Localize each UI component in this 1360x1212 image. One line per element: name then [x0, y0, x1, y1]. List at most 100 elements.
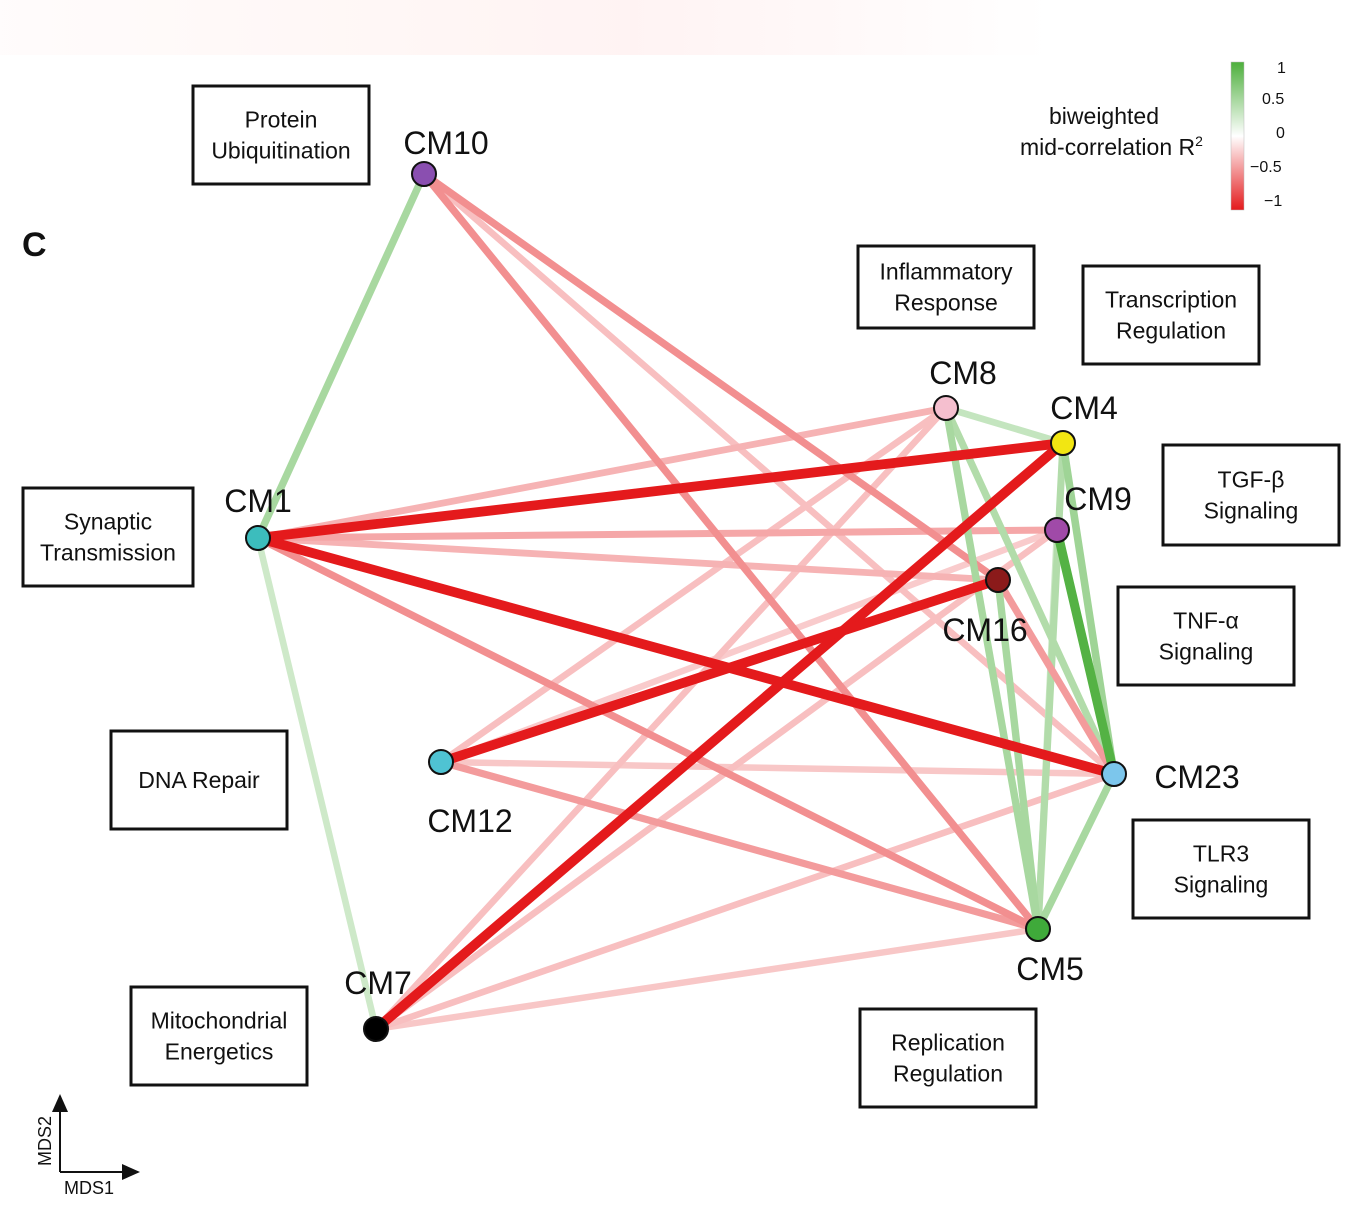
node-label-cm10: CM10 [403, 125, 488, 161]
annotation-text-tlr3-signaling-line2: Signaling [1174, 872, 1269, 898]
edge-cm1-cm8 [254, 404, 950, 542]
annotation-text-tnf-alpha-signaling-line1: TNF-α [1173, 608, 1239, 634]
edge-cm23-cm16 [994, 576, 1118, 778]
node-label-cm23: CM23 [1154, 759, 1239, 795]
top-faint-band [0, 0, 1050, 55]
node-cm16 [985, 567, 1011, 593]
edge-cm4-cm7 [371, 438, 1068, 1034]
annotation-text-transcription-regulation-line1: Transcription [1105, 287, 1237, 313]
annotation-text-inflammatory-response-line2: Response [894, 290, 998, 316]
annotation-text-protein-ubiquitination-line1: Protein [245, 107, 318, 133]
annotation-text-tnf-alpha-signaling-line2: Signaling [1159, 639, 1254, 665]
annotation-box-frame [858, 1007, 1038, 1109]
node-label-cm16: CM16 [942, 612, 1027, 648]
annotation-text-protein-ubiquitination-line2: Ubiquitination [211, 138, 350, 164]
edge-cm7-cm23 [372, 770, 1118, 1033]
edge-cm12-cm16 [436, 575, 1003, 767]
edge-cm10-cm1 [254, 170, 428, 542]
edge-cm9-cm23 [1052, 525, 1119, 779]
edge-cm23-cm5 [1034, 770, 1118, 933]
annotation-box-frame [1161, 443, 1341, 547]
edge-cm10-cm16 [420, 170, 1002, 584]
annotation-box-frame [109, 729, 289, 831]
edge-cm1-cm4 [253, 438, 1068, 543]
edge-cm8-cm5 [942, 404, 1042, 933]
annotation-text-synaptic-transmission-line1: Synaptic [64, 509, 152, 535]
edge-cm1-cm7 [254, 534, 380, 1033]
edge-cm10-cm5 [420, 170, 1042, 933]
legend-tick-0-5: 0.5 [1262, 91, 1284, 108]
annotation-box-frame [1116, 585, 1296, 687]
annotation-text-tgf-beta-signaling-line1: TGF-β [1218, 467, 1285, 493]
node-label-cm12: CM12 [427, 803, 512, 839]
node-label-cm7: CM7 [344, 965, 412, 1001]
node-label-cm8: CM8 [929, 355, 997, 391]
y-axis-label: MDS2 [35, 1116, 55, 1166]
node-cm23 [1101, 761, 1127, 787]
node-cm1 [245, 525, 271, 551]
node-cm10 [411, 161, 437, 187]
edge-cm16-cm5 [994, 576, 1042, 933]
annotation-box-frame [129, 985, 309, 1087]
edge-cm8-cm4 [942, 404, 1067, 447]
annotation-box-frame [1081, 264, 1261, 366]
annotation-text-replication-regulation-line2: Regulation [893, 1061, 1003, 1087]
edges-layer [253, 170, 1119, 1034]
node-cm7 [363, 1016, 389, 1042]
edge-cm1-cm16 [254, 534, 1002, 584]
annotation-box-dna-repair: DNA Repair [109, 729, 289, 831]
annotation-box-frame [1131, 818, 1311, 920]
node-cm12 [428, 749, 454, 775]
mds-axes-indicator: MDS1 MDS2 [35, 1094, 140, 1198]
annotation-box-frame [191, 84, 371, 186]
annotation-text-mitochondrial-energetics-line1: Mitochondrial [151, 1008, 288, 1034]
node-cm8 [933, 395, 959, 421]
annotation-boxes-layer: ProteinUbiquitinationInflammatoryRespons… [21, 84, 1341, 1109]
legend-tick-0: 0 [1276, 125, 1285, 142]
annotation-text-replication-regulation-line1: Replication [891, 1030, 1005, 1056]
annotation-text-inflammatory-response-line1: Inflammatory [880, 259, 1013, 285]
legend-tick-neg-0-5: −0.5 [1250, 159, 1282, 176]
edge-cm7-cm9 [372, 526, 1061, 1033]
x-axis-label: MDS1 [64, 1178, 114, 1198]
legend-title-main: mid-correlation R [1020, 134, 1195, 160]
nodes-layer [245, 161, 1127, 1042]
panel-letter: C [22, 226, 47, 264]
edge-cm12-cm23 [437, 758, 1118, 778]
node-label-cm1: CM1 [224, 483, 292, 519]
annotation-text-tlr3-signaling-line1: TLR3 [1193, 841, 1249, 867]
node-cm9 [1044, 517, 1070, 543]
annotation-text-tgf-beta-signaling-line2: Signaling [1204, 498, 1299, 524]
legend-tick-1: 1 [1277, 60, 1286, 77]
annotation-text-dna-repair-line1: DNA Repair [138, 767, 260, 793]
node-cm5 [1025, 916, 1051, 942]
annotation-box-frame [856, 244, 1036, 330]
legend-colorbar [1230, 61, 1245, 211]
legend-title-line2: mid-correlation R2 [1020, 133, 1203, 160]
node-label-cm5: CM5 [1016, 951, 1084, 987]
node-cm4 [1050, 430, 1076, 456]
correlation-legend: biweighted mid-correlation R2 1 0.5 0 −0… [1020, 60, 1286, 211]
edge-cm8-cm23 [942, 404, 1118, 778]
annotation-text-synaptic-transmission-line2: Transmission [40, 540, 176, 566]
legend-title-superscript: 2 [1195, 133, 1203, 149]
legend-tick-neg-1: −1 [1264, 193, 1282, 210]
annotation-text-transcription-regulation-line2: Regulation [1116, 318, 1226, 344]
edge-cm12-cm5 [437, 758, 1042, 933]
edge-cm1-cm5 [254, 534, 1042, 933]
node-label-cm4: CM4 [1050, 390, 1118, 426]
legend-title-line1: biweighted [1049, 103, 1159, 129]
annotation-text-mitochondrial-energetics-line2: Energetics [165, 1039, 274, 1065]
